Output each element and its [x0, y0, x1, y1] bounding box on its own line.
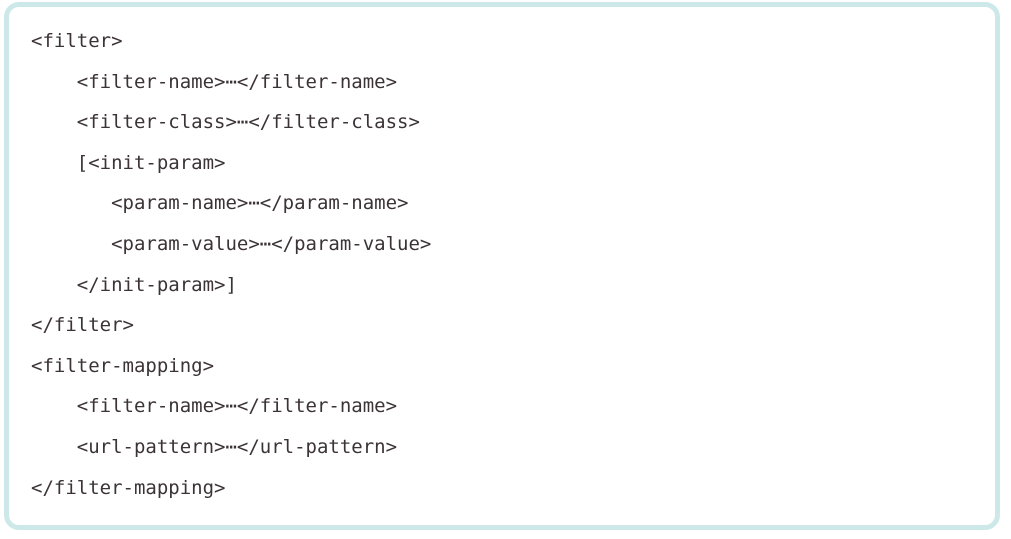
code-box: <filter> <filter-name>⋯</filter-name> <f… [4, 2, 1000, 530]
code-line: <param-name>⋯</param-name> [31, 192, 409, 215]
code-line: <url-pattern>⋯</url-pattern> [31, 435, 398, 458]
code-line: </init-param>] [31, 273, 237, 296]
code-line: <filter-name>⋯</filter-name> [31, 70, 398, 93]
code-line: [<init-param> [31, 151, 226, 174]
code-line: </filter> [31, 314, 134, 337]
code-line: <filter> [31, 30, 123, 52]
code-line: </filter-mapping> [31, 476, 226, 499]
code-line: <filter-name>⋯</filter-name> [31, 395, 398, 418]
code-line: <filter-mapping> [31, 354, 215, 377]
code-line: <param-value>⋯</param-value> [31, 232, 432, 255]
code-line: <filter-class>⋯</filter-class> [31, 111, 420, 134]
